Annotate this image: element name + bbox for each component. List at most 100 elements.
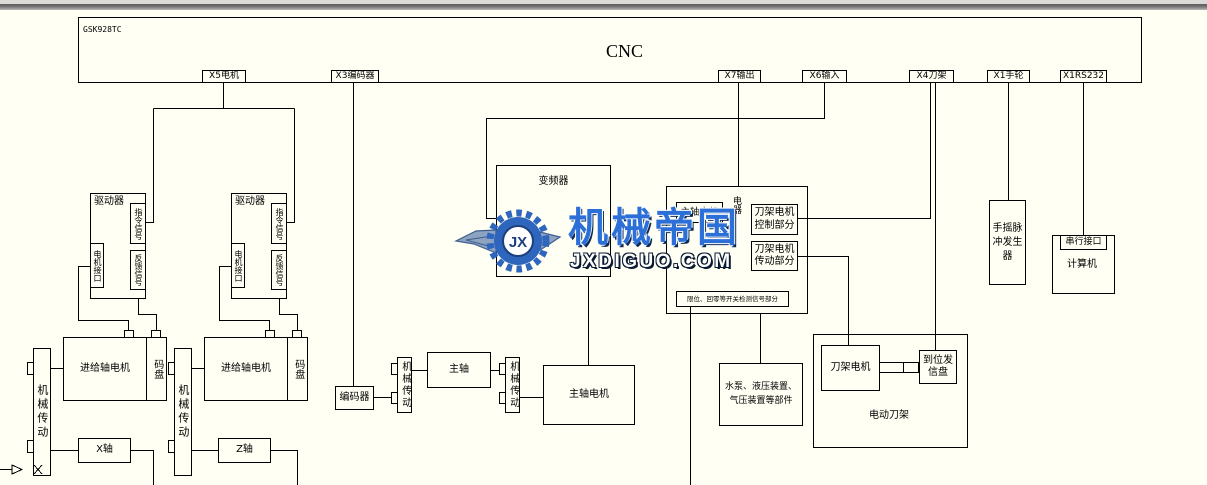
serial-interface-label: 串行接口 [1065,236,1102,247]
feed-motor-1: 进给轴电机 [63,337,147,401]
turret-control-line-1: 刀架电机 [754,207,795,218]
pump-hydraulic-box: 水泵、液压装置、气压装置等部件 [719,363,803,426]
pump-line-2: 气压装置等部件 [729,395,793,406]
port-x6-label: X6输入 [809,70,840,81]
turret-drive-line-1: 刀架电机 [754,243,795,255]
turret-control-section: 刀架电机控制部分 [751,204,798,235]
driver-2-motor-interface-label: 电机接口 [234,249,243,282]
transmission-1-label: 机械传动 [35,384,49,440]
port-x5-label: X5电机 [209,70,239,81]
driver-1-feedback-signal-label: 反馈信号 [134,254,143,286]
turret-motor-label: 刀架电机 [830,361,871,373]
turret-link-block [903,362,919,373]
watermark-gear-teeth [486,209,550,273]
bottom-left-arrow-head [11,464,24,475]
x5-to-driver2-line [287,108,295,223]
spindle-motor-label: 主轴电机 [569,388,609,400]
electrical-box [666,186,808,314]
spindle-transmission-left-label: 机械传动 [399,361,411,409]
top-ruler-strip [0,0,1207,10]
pump-line-1: 水泵、液压装置、 [724,382,797,392]
driver1-motor-line [78,266,129,330]
cnc-title: CNC [606,41,644,61]
spindle-encoder: 编码器 [335,386,374,410]
encoder-disk-2-label: 码盘 [292,359,304,379]
port-x3-label: X3编码器 [335,70,375,81]
driver-2-title: 驱动器 [235,196,265,207]
spindle-transmission-right-stub-bottom [499,392,506,404]
handwheel-line-1: 手摇脉 [992,222,1023,234]
bottom-left-cross-b [33,464,43,475]
transmission-1-stub-bottom [27,440,34,453]
spindle-transmission-left-stub-top [391,363,398,375]
port-x7: X7输出 [718,70,761,83]
spindle-transmission-right-stub-top [499,363,506,375]
port-x7-label: X7输出 [724,70,755,81]
watermark-site-url: JXDIGUO.COM [570,251,733,272]
inverter-box: 变频器 [496,165,611,277]
transmission-2-stub-bottom [168,440,175,453]
driver-1-command-signal-label: 指令信号 [134,207,143,240]
feed-motor-2-label: 进给轴电机 [221,362,271,374]
x4-turret-control-line [798,83,931,219]
port-x6: X6输入 [802,70,847,83]
spindle-transmission-right-label: 机械传动 [507,361,519,409]
watermark-right-wing [539,231,562,252]
port-x1-handwheel-label: X1手轮 [993,70,1024,81]
computer-title: 计算机 [1067,259,1097,270]
cnc-box [78,17,1142,83]
transmission-2-stub-top [168,362,175,375]
x-axis-label: X轴 [96,444,113,456]
turret-drive-line [798,256,849,345]
spindle-transmission-right: 机械传动 [505,357,520,413]
turret-drive-section: 刀架电机传动部分 [751,241,798,271]
driver-1-motor-interface-label: 电机接口 [93,249,102,282]
watermark-logo-letters: JX [509,234,527,251]
watermark-gear-center [502,225,534,257]
spindle-transmission-left: 机械传动 [397,357,412,413]
driver-2-command-signal-label: 指令信号 [275,207,284,240]
xaxis-out-line [131,450,154,485]
x5-to-driver1-line [146,108,154,223]
port-x4: X4刀架 [909,70,954,83]
driver-1-motor-interface: 电机接口 [90,243,104,288]
x6-input-line [486,83,825,219]
electrical-spindle-motor-label: 主轴电机 [680,206,719,218]
spindle-label: 主轴 [449,363,469,375]
driver-2-feedback-signal: 反馈信号 [271,250,287,290]
driver-2-feedback-signal-label: 反馈信号 [275,254,284,286]
transmission-2-label: 机械传动 [176,384,190,440]
z-axis-label: Z轴 [236,444,253,456]
driver-2-motor-interface: 电机接口 [231,243,245,288]
cnc-model-label: GSK928TC [83,25,122,34]
electrical-spindle-motor: 主轴电机 [676,202,723,223]
turret-control-line-2: 控制部分 [754,219,795,231]
encoder-disk-1-label: 码盘 [151,359,163,379]
electric-turret-box [813,334,968,448]
handwheel-pulse-generator: 手摇脉冲发生器 [989,200,1026,285]
port-x5: X5电机 [202,70,246,83]
switch-signals-section: 限位、回零等开关检测信号部分 [676,291,789,307]
driver-1-title: 驱动器 [94,196,124,207]
driver-1-feedback-signal: 反馈信号 [130,250,146,290]
switch-signals-label: 限位、回零等开关检测信号部分 [687,294,778,303]
watermark-site-name: 机械帝国 [568,205,740,251]
port-x1-handwheel: X1手轮 [987,70,1030,83]
driver-2-command-signal: 指令信号 [271,203,287,244]
electrical-label: 电器 [731,196,741,214]
encoder-disk-1: 码盘 [146,337,167,401]
spindle-motor: 主轴电机 [543,365,635,425]
spindle-encoder-label: 编码器 [339,391,370,403]
transmission-1: 机械传动 [33,348,51,476]
watermark-gear-logo: JX [454,209,562,273]
z-axis-box: Z轴 [218,438,271,463]
port-x4-label: X4刀架 [916,70,947,81]
zaxis-out-line [271,450,298,485]
transmission-1-stub-top [27,362,34,375]
handwheel-line-3: 器 [1002,250,1013,262]
position-disk-line-2: 信盘 [928,367,948,378]
driver2-motor-line [219,266,270,330]
feed-motor-1-label: 进给轴电机 [80,362,130,374]
spindle-box: 主轴 [427,352,491,388]
